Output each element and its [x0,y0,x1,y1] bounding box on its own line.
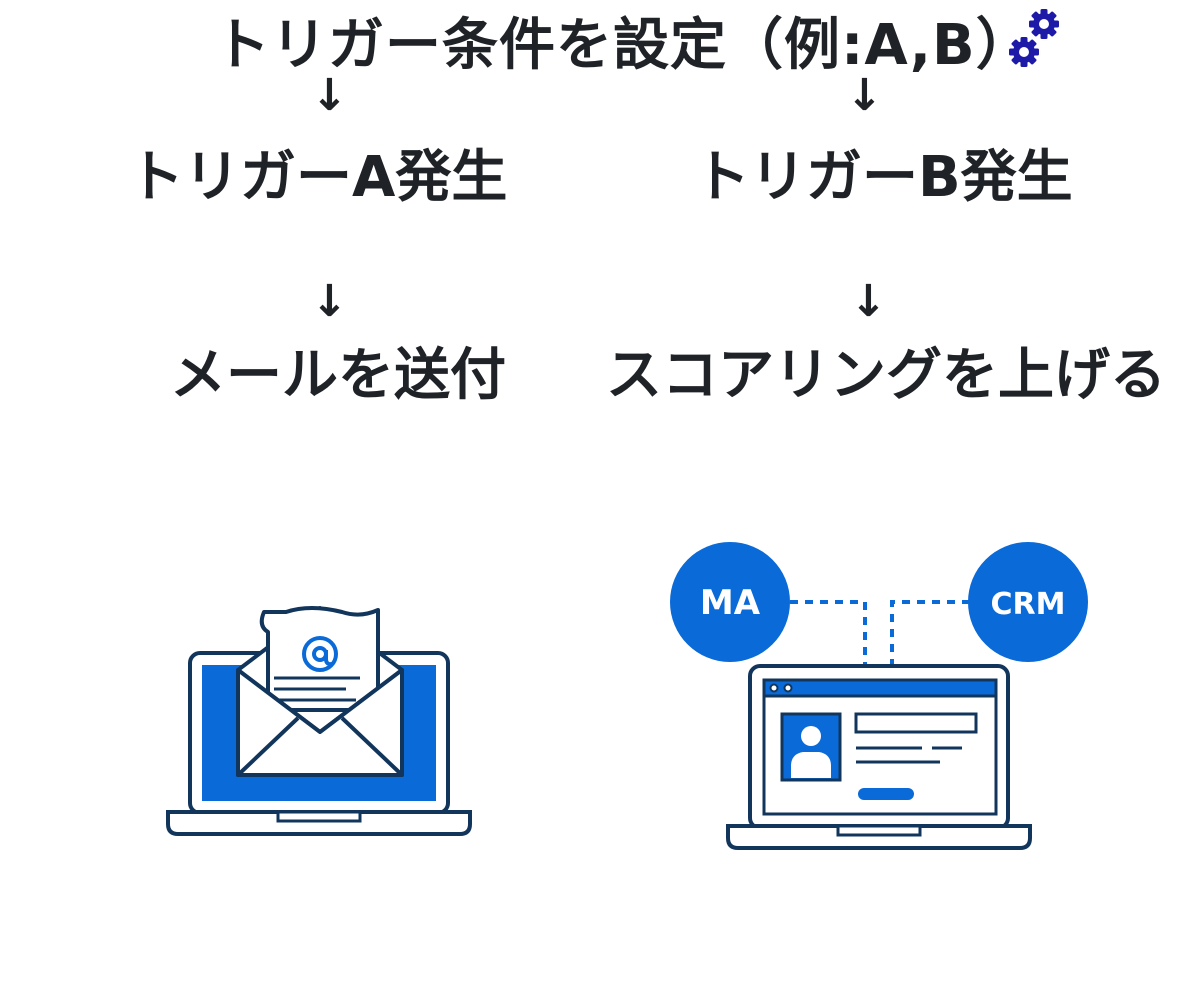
svg-text:CRM: CRM [991,587,1066,622]
at-sign-icon [302,636,338,672]
person-icon [791,726,831,778]
arrow-down-a1: ↓ [311,70,348,121]
crm-badge: CRM [968,542,1088,662]
laptop-profile-icon [726,664,1032,850]
trigger-b-label: トリガーB発生 [694,145,1073,210]
trigger-a-label: トリガーA発生 [128,145,508,210]
arrow-down-a2: ↓ [311,276,348,327]
ma-badge: MA [670,542,790,662]
gears-icon [1009,9,1059,67]
action-b-label: スコアリングを上げる [606,343,1166,408]
envelope-icon [236,606,404,777]
laptop-email-icon [166,606,472,836]
arrow-down-b1: ↓ [846,70,883,121]
svg-text:MA: MA [700,583,761,623]
ma-crm-diagram: MA CRM [670,542,1088,850]
diagram-title: トリガー条件を設定（例:A,B） [214,13,1033,78]
action-a-label: メールを送付 [170,343,506,408]
arrow-down-b2: ↓ [850,276,887,327]
